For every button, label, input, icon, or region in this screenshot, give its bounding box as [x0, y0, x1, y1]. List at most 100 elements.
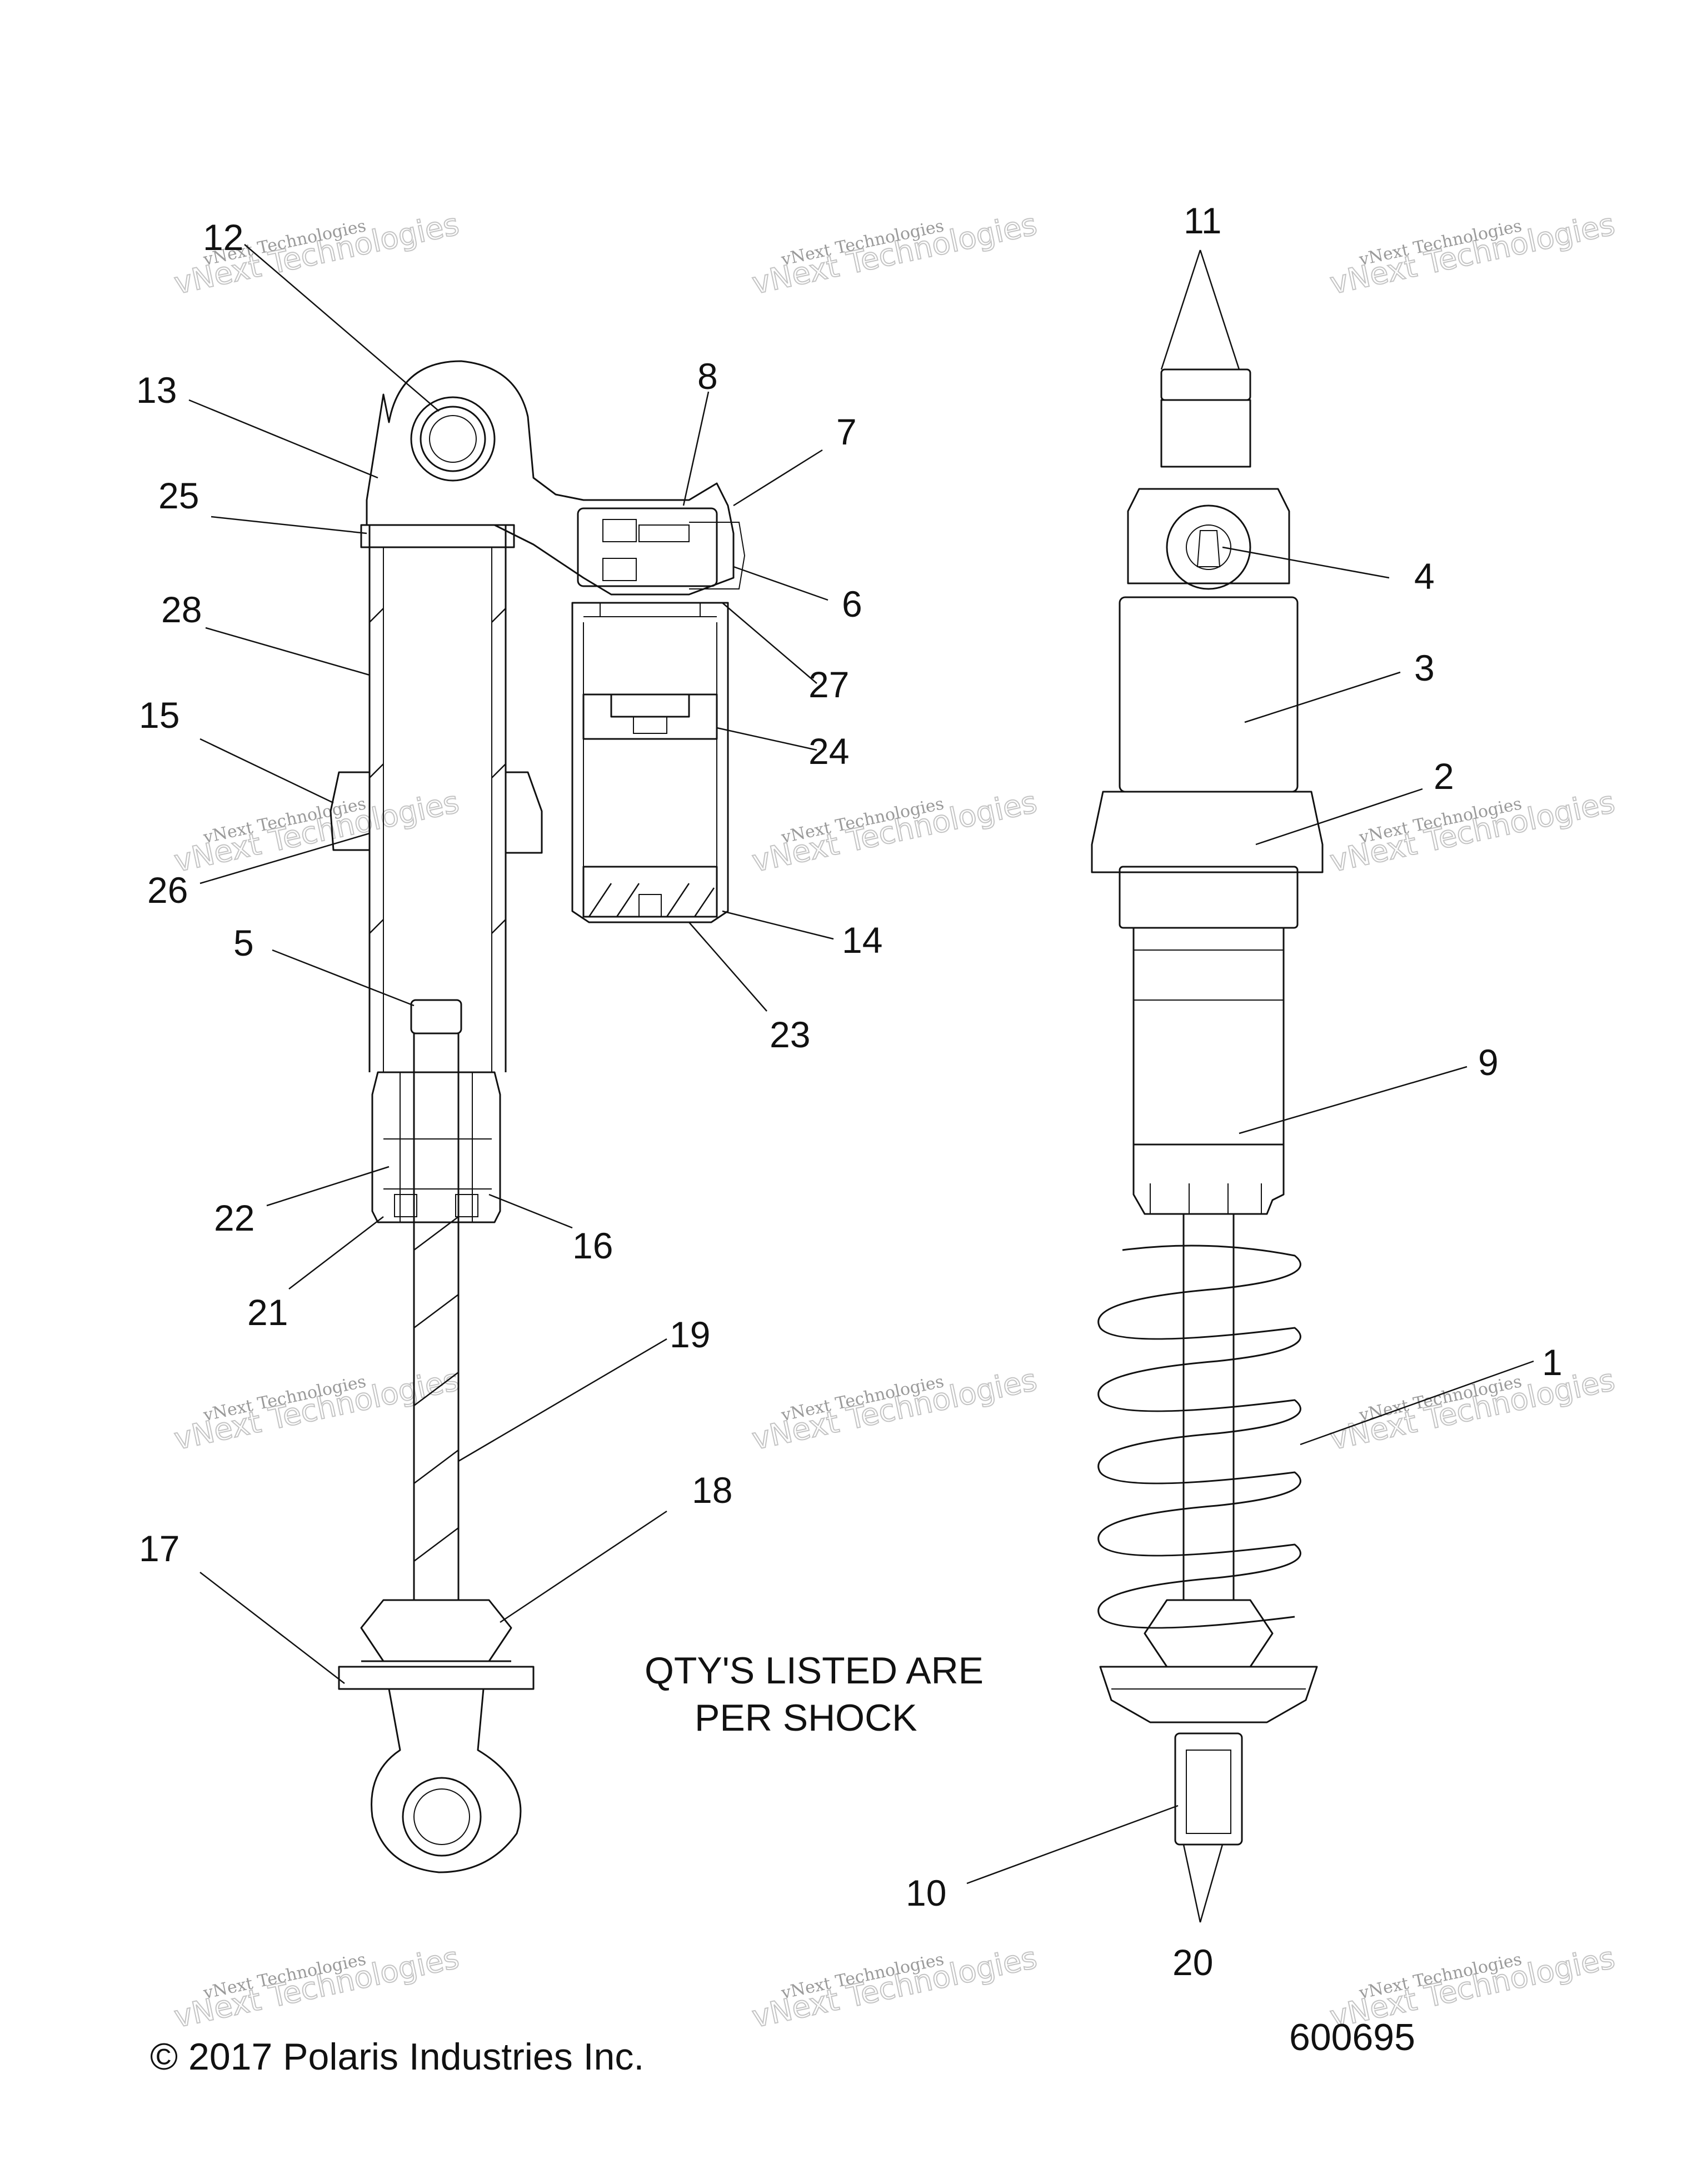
leader-line	[1239, 1066, 1468, 1135]
eyelet-bushing-outer	[410, 396, 496, 482]
shock-section-view	[330, 360, 746, 1873]
callout-5: 5	[233, 922, 254, 963]
shock-body-head	[366, 360, 735, 596]
top-bushing-slot	[1196, 530, 1221, 567]
leader-line	[722, 910, 834, 940]
diagram-number: 600695	[1289, 2016, 1415, 2058]
leader-line	[733, 449, 823, 507]
callout-27: 27	[808, 664, 849, 705]
reservoir-end-cap	[582, 866, 718, 918]
callout-8: 8	[697, 356, 718, 397]
spring-collar	[1119, 866, 1299, 929]
lower-bushing-outer	[402, 1777, 482, 1857]
body-tube-inner	[383, 547, 492, 1072]
callout-14: 14	[842, 919, 882, 961]
leader-line	[199, 1572, 345, 1684]
lower-clevis	[1174, 1732, 1243, 1846]
reservoir-top	[583, 603, 717, 617]
callout-17: 17	[139, 1528, 179, 1569]
callout-25: 25	[158, 475, 199, 516]
watermark: vNext Technologies vNext Technologies	[171, 784, 463, 879]
top-clevis	[1127, 488, 1290, 584]
leader-line	[458, 1338, 667, 1462]
callout-21: 21	[247, 1292, 288, 1333]
leader-line	[244, 244, 440, 412]
lower-bushing-inner	[413, 1788, 470, 1845]
callout-12: 12	[203, 217, 243, 258]
watermark: vNext Technologies vNext Technologies	[748, 1362, 1041, 1457]
body-tube	[368, 525, 507, 1072]
callout-10: 10	[906, 1872, 946, 1913]
piston-assembly	[410, 999, 462, 1034]
watermark: vNext Technologies vNext Technologies	[748, 206, 1041, 302]
eyelet-bushing-core	[429, 415, 477, 463]
bracket-right	[506, 771, 543, 854]
callout-16: 16	[572, 1225, 613, 1266]
leader-line	[1300, 1360, 1534, 1446]
leader-line	[1182, 1844, 1224, 1923]
eyelet-bushing-inner	[420, 406, 486, 472]
leader-line	[205, 627, 370, 676]
adjuster-spring	[602, 519, 637, 542]
top-clevis-upper	[1160, 399, 1251, 468]
reservoir-inner	[583, 622, 717, 911]
leader-line	[272, 949, 415, 1007]
leader-line	[733, 566, 828, 601]
shaft-hatch	[413, 1216, 459, 1562]
bumper-teeth	[1150, 1183, 1262, 1214]
leader-line	[199, 832, 370, 884]
lower-eyelet	[371, 1688, 522, 1873]
body-top-cap	[360, 524, 515, 548]
callout-28: 28	[161, 589, 202, 630]
callout-labels: 11 12 13 8 7 25 4 6 28 27 3 15 24 2 26 1…	[136, 200, 1563, 1983]
callout-4: 4	[1414, 556, 1435, 597]
callout-22: 22	[214, 1197, 254, 1238]
leader-lines	[188, 244, 1534, 1923]
bumper	[1132, 1143, 1285, 1215]
bottom-bump-stop	[1144, 1599, 1274, 1668]
body-neck-lines	[1134, 949, 1284, 1001]
callout-19: 19	[670, 1314, 710, 1355]
leader-line	[1255, 788, 1423, 846]
watermark: vNext Technologies vNext Technologies	[171, 1362, 463, 1457]
leader-line	[688, 922, 767, 1012]
top-bushing	[1166, 504, 1251, 590]
watermark: vNext Technologies vNext Technologies	[1326, 206, 1619, 302]
reservoir-piston-bolt	[633, 716, 667, 734]
callout-13: 13	[136, 369, 177, 411]
callout-2: 2	[1434, 756, 1454, 797]
copyright-text: © 2017 Polaris Industries Inc.	[150, 2036, 644, 2078]
tube-hatch	[369, 608, 506, 934]
callout-6: 6	[842, 583, 862, 624]
callout-7: 7	[836, 411, 857, 452]
callout-3: 3	[1414, 647, 1435, 688]
callout-24: 24	[808, 731, 849, 772]
leader-line	[199, 738, 334, 804]
coilover-assembled-view	[1091, 368, 1324, 1846]
leader-line	[288, 1216, 384, 1290]
note-line-2: PER SHOCK	[695, 1697, 917, 1739]
callout-9: 9	[1478, 1042, 1499, 1083]
adjuster-knob	[689, 522, 746, 589]
leader-line	[211, 516, 367, 534]
leader-line	[488, 1193, 573, 1229]
bearing-cap	[371, 1071, 501, 1223]
top-spacer	[1160, 368, 1251, 401]
leader-line	[500, 1510, 667, 1623]
adjuster-block	[577, 507, 718, 587]
adjuster-seal	[602, 558, 637, 581]
watermark-layer: vNext Technologies vNext Technologies vN…	[171, 206, 1619, 2035]
leader-line	[682, 391, 710, 506]
callout-1: 1	[1542, 1342, 1563, 1383]
seal	[455, 1194, 478, 1217]
watermark: vNext Technologies vNext Technologies	[748, 784, 1041, 879]
seal	[394, 1194, 417, 1217]
lower-clevis-window	[1186, 1750, 1231, 1834]
leader-line	[188, 399, 378, 479]
leader-line	[722, 602, 817, 684]
watermark: vNext Technologies vNext Technologies	[748, 1940, 1041, 2035]
leader-line	[1244, 671, 1401, 723]
bottom-spring-seat	[1099, 1666, 1318, 1723]
note-line-1: QTY'S LISTED ARE	[645, 1650, 984, 1692]
